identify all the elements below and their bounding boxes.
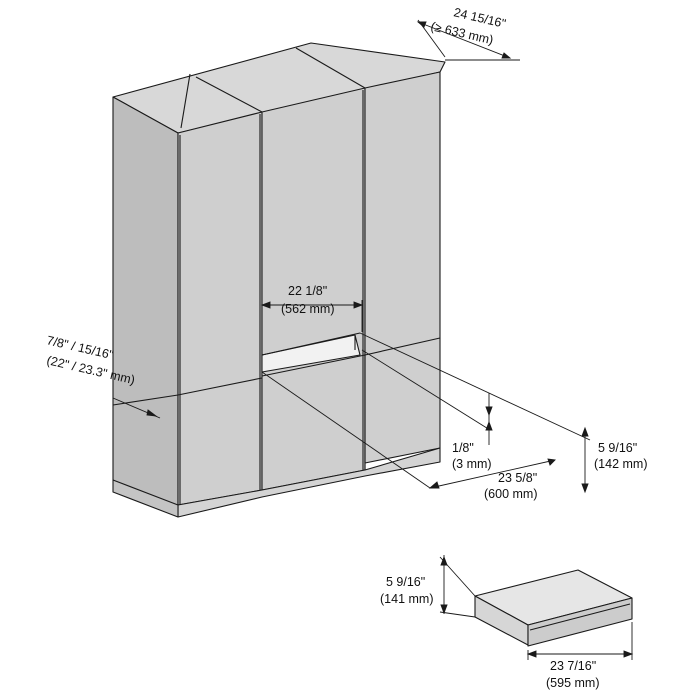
cabinet-top-division-left [195,76,263,113]
niche-width-imperial-label: 22 1/8" [288,284,327,298]
niche-depth-metric-label: (600 mm) [484,487,537,501]
door-split-line [177,377,263,396]
drawer-front-edge [529,603,631,631]
arrow-head [501,52,512,59]
arrow-head [526,650,537,658]
cabinet-plinth-side [112,479,179,518]
arrow-head [581,483,589,494]
drawer-dimension-lines [439,555,634,660]
gap-metric-label: (3 mm) [452,457,492,471]
depth-dimension-line [417,21,511,59]
arrow-head [428,481,440,489]
arrow-head [440,604,448,615]
drawer-height-extension [439,611,476,618]
warming-drawer [474,569,633,647]
cabinet-unit [112,42,446,518]
drawer-height-metric-label: (141 mm) [380,592,433,606]
drawer-width-imperial-label: 23 7/16" [550,659,596,673]
cabinet-left-side [112,96,179,516]
cabinet-front-left [177,111,263,506]
niche-opening [261,334,361,373]
niche-depth-line [429,459,556,489]
cabinet-front-right [364,71,441,464]
niche-depth-imperial-label: 23 5/8" [498,471,537,485]
arrow-head [440,555,448,566]
drawer-width-metric-label: (595 mm) [546,676,599,690]
arrow-head [416,21,427,28]
niche-depth-extension [261,371,431,489]
cabinet-top-inner-edge [180,73,191,129]
arrow-head [260,301,271,309]
niche-depth-extension [361,349,491,431]
gap-imperial-label: 1/8" [452,441,474,455]
niche-height-metric-label: (142 mm) [594,457,647,471]
dimension-lines [112,19,591,494]
niche-top-edge [261,332,361,356]
cabinet-plinth [177,447,441,518]
niche-width-metric-label: (562 mm) [281,302,334,316]
drawer-height-imperial-label: 5 9/16" [386,575,425,589]
lower-door-edge [364,337,441,356]
cabinet-top-division-right [295,47,366,89]
niche-depth-extension [359,332,591,441]
door-split-line [112,394,179,406]
arrow-head [581,426,589,437]
arrow-head [485,406,493,417]
arrow-head [623,650,634,658]
niche-height-imperial-label: 5 9/16" [598,441,637,455]
arrow-head [547,458,556,466]
arrow-head [485,420,493,431]
arrow-head [146,409,158,417]
arrow-head [353,301,364,309]
